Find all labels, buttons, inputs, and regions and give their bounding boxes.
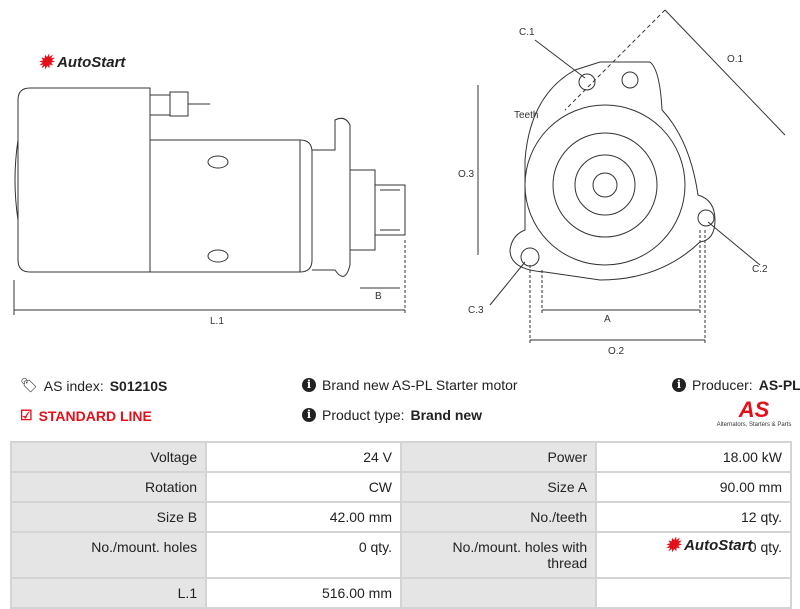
producer-value: AS-PL: [758, 377, 800, 393]
spec-value: 0 qty.: [595, 531, 792, 579]
label-c3: C.3: [468, 305, 484, 316]
producer-label: Producer:: [692, 377, 753, 393]
label-teeth: Teeth: [514, 110, 538, 121]
label-c2: C.2: [752, 264, 768, 275]
label-o1: O.1: [727, 54, 744, 65]
description-text: Brand new AS-PL Starter motor: [322, 377, 518, 393]
front-view: [477, 9, 786, 345]
spec-label: Size A: [400, 471, 598, 503]
spec-value: [595, 577, 792, 609]
tag-icon: 🏷: [20, 377, 38, 393]
as-index-value: S01210S: [109, 377, 168, 394]
spec-label: No./mount. holes: [9, 531, 208, 579]
brand-name: AutoStart: [684, 537, 753, 554]
spec-value: 0 qty.: [205, 531, 403, 579]
autostart-logo: ✹ AutoStart: [38, 52, 125, 73]
spec-label: No./mount. holes with thread: [400, 531, 598, 579]
spec-label: [400, 577, 598, 609]
brand-name: AutoStart: [57, 54, 126, 71]
checkbox-icon: ☑: [20, 407, 33, 423]
label-c1: C.1: [519, 27, 535, 38]
product-type-label: Product type:: [322, 407, 405, 423]
technical-drawing: L.1 B C.1 O.1 O.3 Teeth C.2 C.3 A O.2: [13, 9, 786, 357]
product-type: i Product type: Brand new: [302, 407, 482, 423]
as-logo-text: AS: [738, 397, 770, 422]
spec-label: Size B: [9, 501, 208, 533]
autostart-watermark-logo: ✹ AutoStart: [665, 535, 752, 556]
standard-line-badge: ☑ STANDARD LINE: [20, 407, 152, 424]
bolt-gear-icon: ✹: [38, 52, 54, 72]
spec-value: 516.00 mm: [205, 577, 403, 609]
as-pl-logo: AS Alternators, Starters & Parts: [716, 397, 792, 429]
as-logo-tagline: Alternators, Starters & Parts: [716, 422, 792, 428]
info-icon: i: [672, 378, 686, 392]
producer: i Producer: AS-PL: [672, 377, 800, 393]
product-type-value: Brand new: [410, 407, 483, 423]
info-icon: i: [302, 408, 316, 422]
label-o3: O.3: [458, 169, 475, 180]
spec-value: 42.00 mm: [205, 501, 403, 533]
info-icon: i: [302, 378, 316, 392]
spec-value: 24 V: [205, 441, 403, 473]
label-b: B: [375, 291, 382, 302]
label-l1: L.1: [210, 316, 224, 327]
spec-label: Power: [400, 441, 598, 473]
spec-label: L.1: [9, 577, 208, 609]
as-index-label: AS index:: [43, 377, 104, 394]
label-o2: O.2: [608, 346, 625, 357]
spec-value: 90.00 mm: [595, 471, 792, 503]
spec-value: CW: [205, 471, 403, 503]
spec-value: 18.00 kW: [595, 441, 792, 473]
line-text: STANDARD LINE: [38, 407, 152, 424]
spec-label: No./teeth: [400, 501, 598, 533]
spec-label: Voltage: [9, 441, 208, 473]
as-index: 🏷 AS index: S01210S: [20, 377, 167, 394]
description: i Brand new AS-PL Starter motor: [302, 377, 518, 393]
label-a: A: [604, 314, 611, 325]
side-view: [13, 87, 406, 315]
spec-value: 12 qty.: [595, 501, 792, 533]
bolt-gear-icon: ✹: [665, 535, 681, 555]
spec-label: Rotation: [9, 471, 208, 503]
